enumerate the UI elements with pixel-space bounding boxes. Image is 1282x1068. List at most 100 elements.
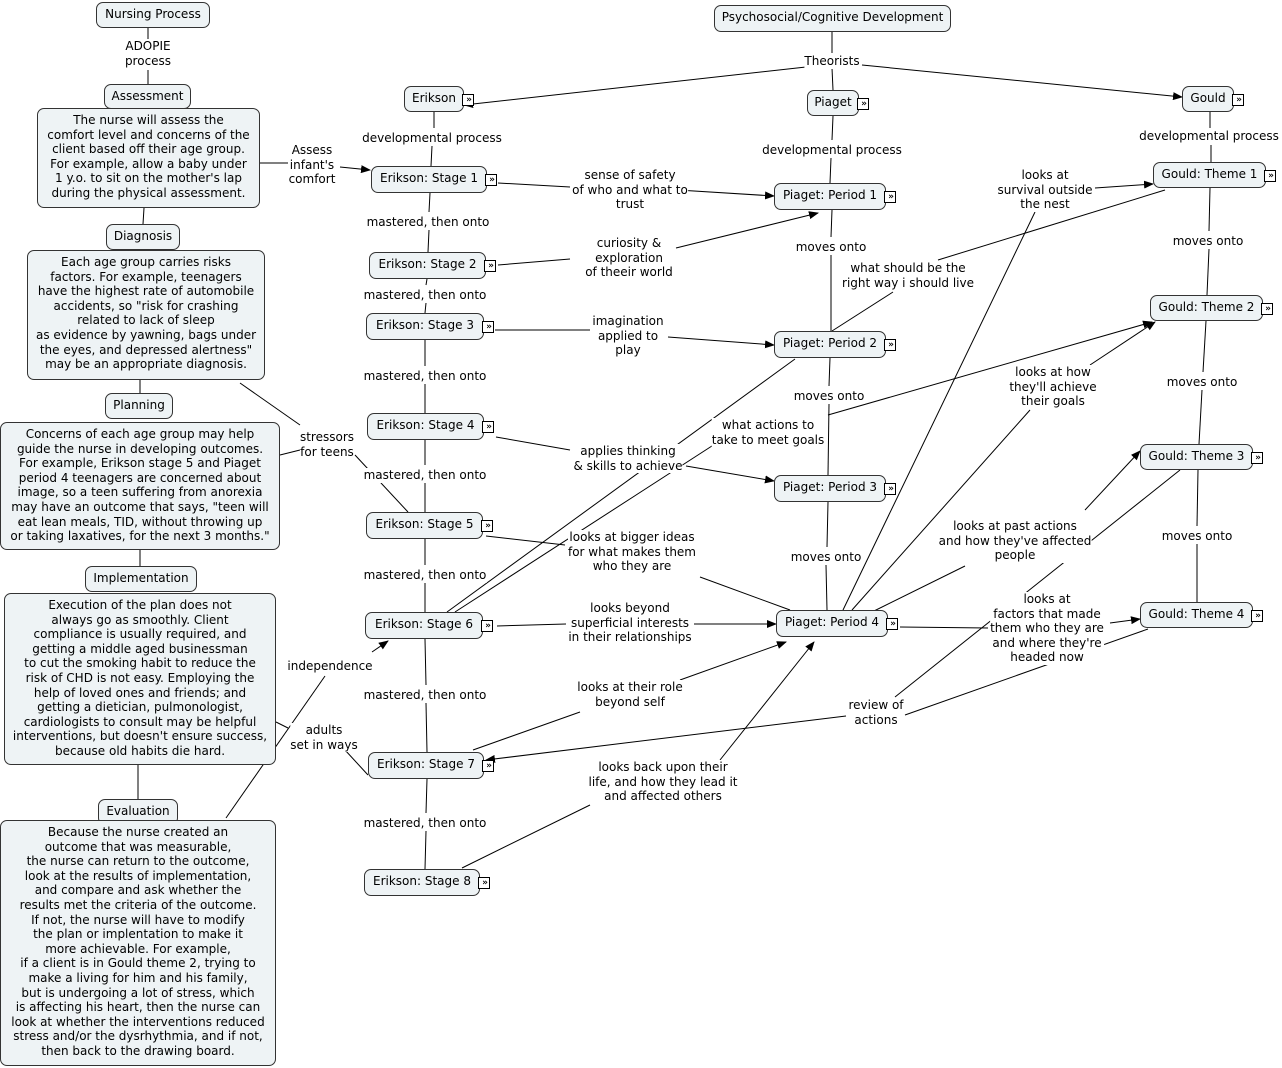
double-chevron-right-icon[interactable]: » [886, 618, 898, 630]
concept-node-e4[interactable]: Erikson: Stage 4 [367, 413, 484, 440]
concept-node-p4[interactable]: Piaget: Period 4 [776, 610, 888, 637]
link-label-m2: mastered, then onto [363, 288, 487, 303]
concept-node-planning-text[interactable]: Concerns of each age group may help guid… [0, 422, 280, 550]
link-label-back: looks back upon their life, and how they… [588, 760, 738, 804]
double-chevron-right-icon[interactable]: » [884, 483, 896, 495]
concept-node-implementation-text[interactable]: Execution of the plan does not always go… [4, 593, 276, 765]
link-label-m3: mastered, then onto [363, 369, 487, 384]
arrow-connector [685, 465, 775, 484]
link-label-pm1: moves onto [795, 240, 867, 255]
double-chevron-right-icon[interactable]: » [462, 94, 474, 106]
double-chevron-right-icon[interactable]: » [482, 760, 494, 772]
double-chevron-right-icon[interactable]: » [884, 191, 896, 203]
concept-node-psycho[interactable]: Psychosocial/Cognitive Development [714, 5, 951, 32]
link-label-dev-g: developmental process [1139, 129, 1279, 144]
concept-node-piaget[interactable]: Piaget [807, 90, 859, 116]
link-label-curiosity: curiosity & exploration of theeir world [585, 236, 673, 280]
concept-node-e2[interactable]: Erikson: Stage 2 [369, 252, 486, 279]
double-chevron-right-icon[interactable]: » [1261, 303, 1273, 315]
line-connector [424, 638, 427, 686]
link-label-pm3: moves onto [790, 550, 862, 565]
double-chevron-right-icon[interactable]: » [485, 174, 497, 186]
concept-node-nursing[interactable]: Nursing Process [96, 2, 210, 28]
double-chevron-right-icon[interactable]: » [1232, 94, 1244, 106]
double-chevron-right-icon[interactable]: » [1251, 452, 1263, 464]
concept-node-g4[interactable]: Gould: Theme 4 [1140, 602, 1253, 628]
link-label-achieve: looks at how they'll achieve their goals [1009, 365, 1097, 409]
line-connector [831, 291, 894, 332]
link-label-assess-comfort: Assess infant's comfort [288, 143, 336, 187]
link-label-m5: mastered, then onto [363, 568, 487, 583]
arrow-connector [485, 715, 847, 763]
line-connector [871, 565, 966, 613]
double-chevron-right-icon[interactable]: » [1251, 610, 1263, 622]
line-connector [828, 357, 831, 387]
line-connector [472, 711, 581, 751]
line-connector [827, 403, 830, 476]
concept-node-implementation[interactable]: Implementation [85, 566, 197, 592]
double-chevron-right-icon[interactable]: » [857, 98, 869, 110]
concept-node-p1[interactable]: Piaget: Period 1 [774, 183, 886, 210]
concept-node-diagnosis-text[interactable]: Each age group carries risks factors. Fo… [27, 250, 265, 380]
arrow-connector [667, 336, 775, 349]
concept-node-e3[interactable]: Erikson: Stage 3 [366, 313, 484, 340]
link-label-right-way: what should be the right way i should li… [842, 261, 974, 291]
double-chevron-right-icon[interactable]: » [478, 877, 490, 889]
concept-node-e5[interactable]: Erikson: Stage 5 [366, 512, 483, 539]
concept-node-e1[interactable]: Erikson: Stage 1 [371, 166, 487, 193]
double-chevron-right-icon[interactable]: » [481, 520, 493, 532]
link-label-gm2: moves onto [1166, 375, 1238, 390]
link-label-actions: what actions to take to meet goals [711, 418, 825, 448]
concept-node-g2[interactable]: Gould: Theme 2 [1150, 295, 1263, 321]
concept-node-planning[interactable]: Planning [105, 393, 173, 419]
line-connector [829, 157, 832, 184]
arrow-connector [1089, 321, 1156, 366]
double-chevron-right-icon[interactable]: » [484, 260, 496, 272]
line-connector [1208, 187, 1211, 232]
concept-node-gould[interactable]: Gould [1182, 86, 1234, 112]
double-chevron-right-icon[interactable]: » [481, 620, 493, 632]
link-label-survival: looks at survival outside the nest [997, 168, 1093, 212]
line-connector [425, 278, 428, 286]
concept-node-e6[interactable]: Erikson: Stage 6 [365, 612, 483, 639]
link-label-factors: looks at factors that made them who they… [990, 592, 1104, 665]
concept-node-assessment-text[interactable]: The nurse will assess the comfort level … [37, 108, 260, 208]
double-chevron-right-icon[interactable]: » [884, 339, 896, 351]
line-connector [424, 302, 427, 314]
link-label-role: looks at their role beyond self [577, 680, 683, 710]
concept-node-e8[interactable]: Erikson: Stage 8 [364, 869, 480, 896]
concept-node-e7[interactable]: Erikson: Stage 7 [368, 752, 484, 779]
line-connector [496, 623, 567, 627]
link-label-review: review of actions [848, 698, 904, 728]
double-chevron-right-icon[interactable]: » [1264, 170, 1276, 182]
line-connector [497, 182, 571, 188]
concept-node-g1[interactable]: Gould: Theme 1 [1153, 162, 1266, 188]
line-connector [430, 145, 433, 167]
link-label-bigger: looks at bigger ideas for what makes the… [567, 530, 697, 574]
concept-node-diagnosis[interactable]: Diagnosis [106, 224, 180, 250]
line-connector [842, 211, 1036, 611]
arrow-connector [463, 66, 807, 108]
concept-node-g3[interactable]: Gould: Theme 3 [1140, 444, 1253, 470]
double-chevron-right-icon[interactable]: » [482, 421, 494, 433]
arrow-connector [861, 64, 1183, 101]
line-connector [446, 358, 796, 613]
concept-node-assessment[interactable]: Assessment [104, 84, 191, 109]
link-label-independence: independence [287, 659, 373, 674]
link-label-pm2: moves onto [793, 389, 865, 404]
arrow-connector [1084, 450, 1141, 511]
concept-node-evaluation-text[interactable]: Because the nurse created an outcome tha… [0, 820, 276, 1066]
line-connector [485, 535, 566, 546]
arrow-connector [675, 211, 819, 249]
line-connector [826, 501, 829, 548]
line-connector [344, 749, 369, 776]
concept-node-p3[interactable]: Piaget: Period 3 [774, 475, 886, 502]
line-connector [424, 830, 427, 870]
concept-node-p2[interactable]: Piaget: Period 2 [774, 331, 886, 358]
link-label-m7: mastered, then onto [363, 816, 487, 831]
line-connector [279, 449, 301, 456]
double-chevron-right-icon[interactable]: » [482, 321, 494, 333]
concept-node-erikson[interactable]: Erikson [404, 86, 464, 112]
arrow-connector [1094, 180, 1154, 189]
arrow-connector [677, 189, 775, 200]
